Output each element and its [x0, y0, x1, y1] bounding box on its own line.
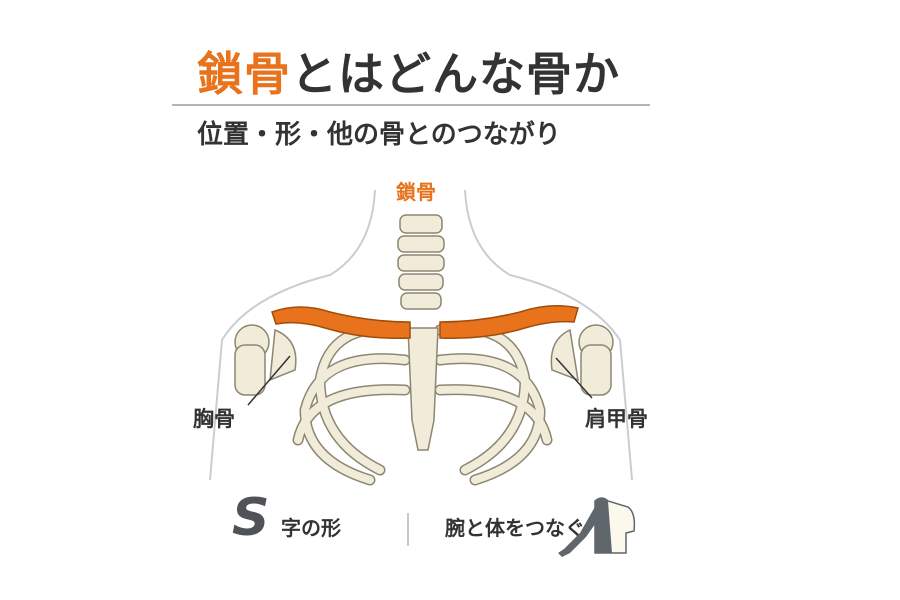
title-accent: 鎖骨	[197, 47, 291, 101]
body-outline	[209, 189, 633, 481]
cervical-spine	[397, 214, 445, 310]
scapula-leader-line	[555, 357, 593, 399]
shoulder-joints	[234, 324, 614, 396]
s-letter-icon: S	[232, 488, 270, 548]
clavicle-label: 鎖骨	[396, 180, 436, 204]
page-title: 鎖骨とはどんな骨か	[197, 38, 620, 104]
skeleton-illustration	[209, 189, 633, 486]
shape-feature-text: 字の形	[281, 516, 341, 540]
sternum	[407, 327, 439, 451]
arm-torso-icon	[558, 497, 636, 557]
page-subtitle: 位置・形・他の骨とのつながり	[197, 120, 561, 150]
clavicles	[271, 305, 579, 340]
title-rest: とはどんな骨か	[291, 47, 620, 101]
title-divider	[172, 104, 650, 106]
sternum-leader-line	[247, 355, 291, 406]
connect-feature-text: 腕と体をつなぐ	[445, 516, 585, 540]
sternum-label: 胸骨	[193, 407, 235, 431]
feature-divider	[407, 513, 409, 546]
scapula-label: 肩甲骨	[585, 407, 648, 431]
